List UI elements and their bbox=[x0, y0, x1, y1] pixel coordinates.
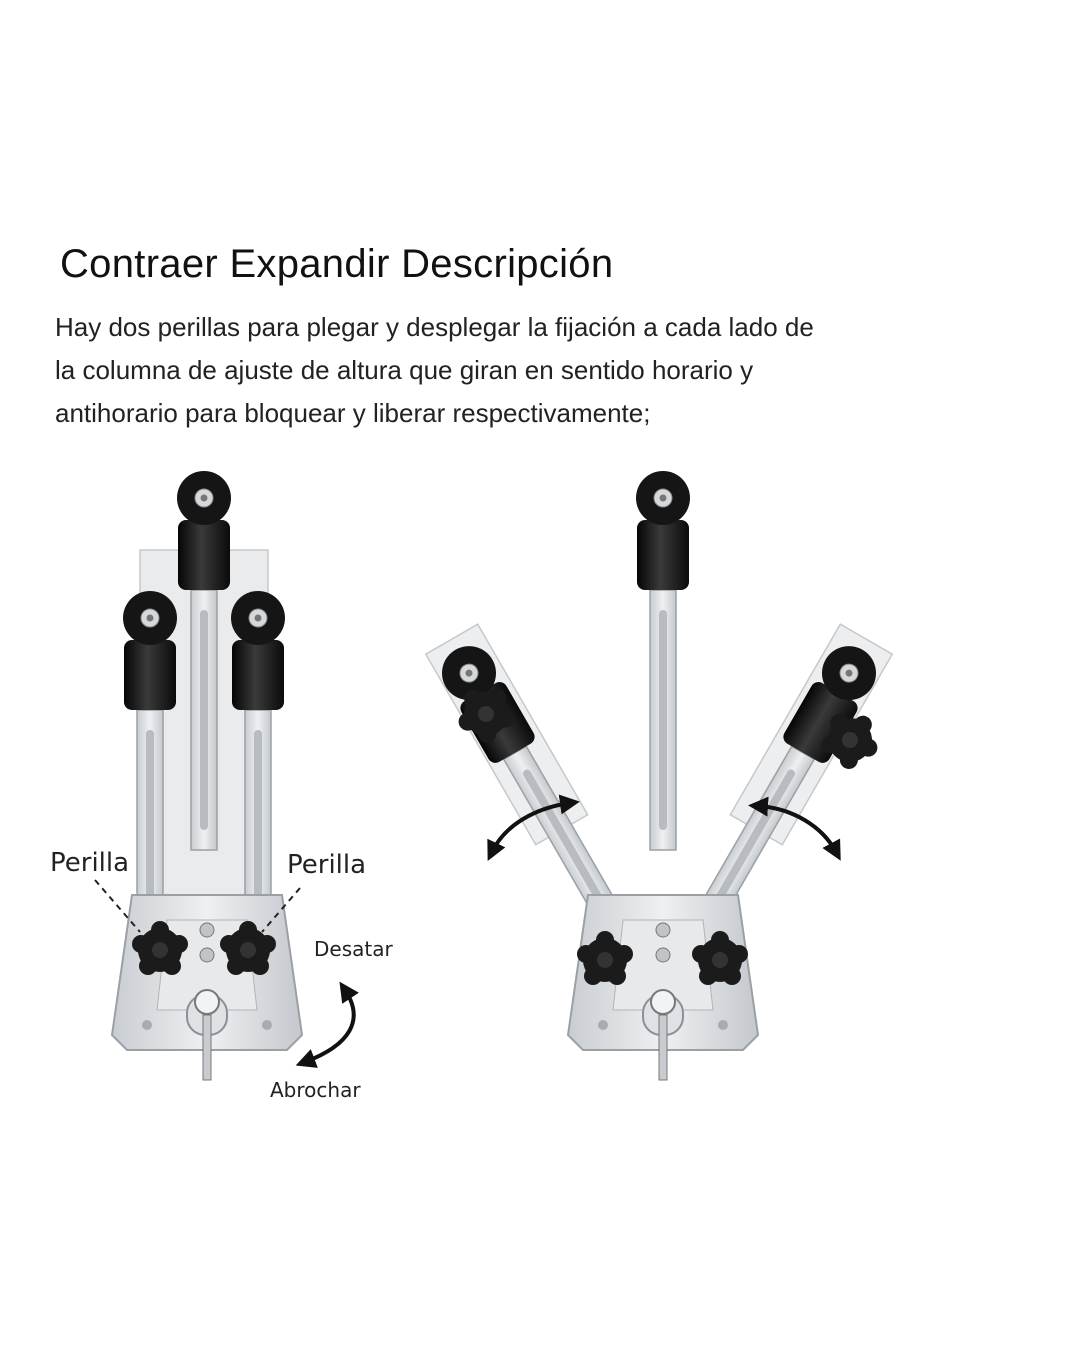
description-line: Hay dos perillas para plegar y desplegar… bbox=[55, 312, 814, 342]
label-knob-left: Perilla bbox=[50, 848, 130, 878]
label-release: Desatar bbox=[314, 937, 393, 961]
base-plate bbox=[567, 894, 759, 1081]
description-line: la columna de ajuste de altura que giran… bbox=[55, 355, 754, 385]
rotate-arrow-right-icon bbox=[748, 796, 841, 861]
page-title: Contraer Expandir Descripción bbox=[60, 242, 614, 286]
rotate-arrow-icon bbox=[295, 981, 359, 1068]
pointer-left bbox=[94, 879, 141, 933]
base-plate bbox=[111, 894, 303, 1081]
description-line: antihorario para bloquear y liberar resp… bbox=[55, 398, 651, 428]
rotate-arrow-left-icon bbox=[487, 794, 580, 862]
folded-fixture bbox=[94, 470, 359, 1081]
description: Hay dos perillas para plegar y desplegar… bbox=[55, 306, 935, 435]
label-knob-right: Perilla bbox=[287, 850, 367, 880]
pointer-right bbox=[261, 887, 301, 933]
label-fasten: Abrochar bbox=[270, 1078, 361, 1102]
expanded-fixture bbox=[424, 470, 894, 1081]
center-column bbox=[635, 470, 691, 851]
